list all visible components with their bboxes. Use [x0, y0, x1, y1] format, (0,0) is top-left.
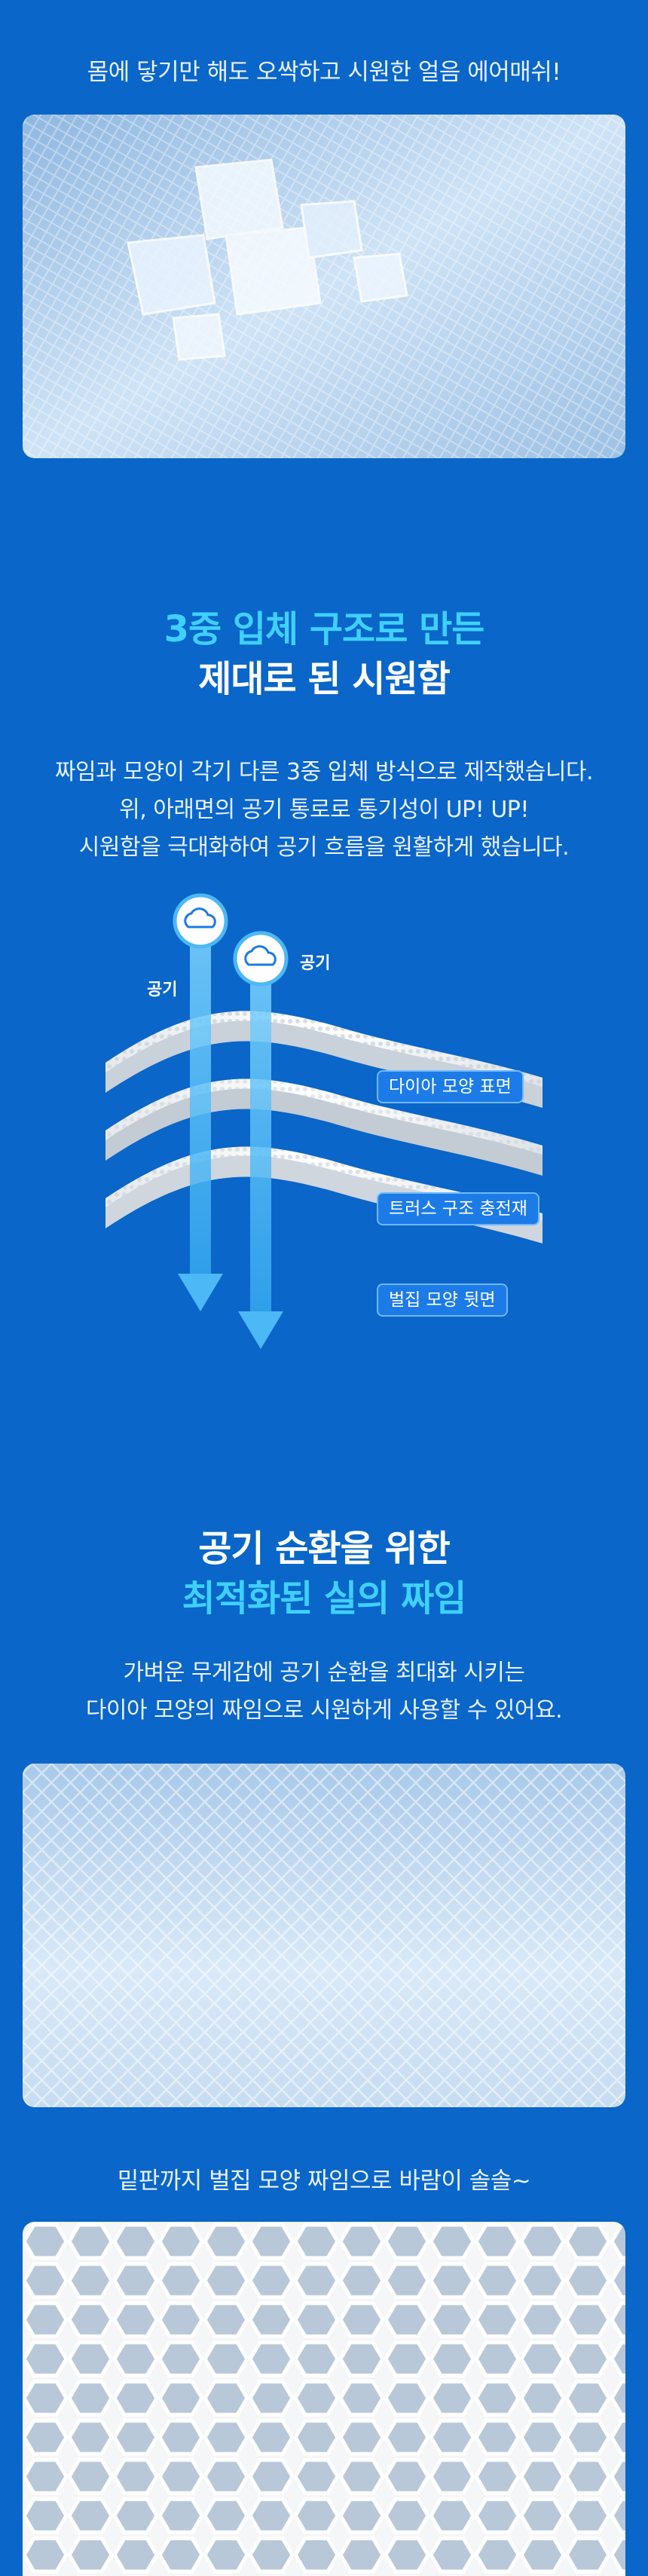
paragraph-line: 가벼운 무게감에 공기 순환을 최대화 시키는 [123, 1660, 525, 1686]
paragraph-line: 다이아 모양의 짜임으로 시원하게 사용할 수 있어요. [85, 1697, 563, 1724]
honeycomb-back-layer [105, 1146, 543, 1244]
tag-truss-filler: 트러스 구조 충전재 [377, 1192, 539, 1225]
cloud-icon [233, 931, 289, 987]
ice-mesh-caption: 몸에 닿기만 해도 오싹하고 시원한 얼음 에어매쉬! [87, 59, 561, 86]
air-circulation-headline-1: 공기 순환을 위한 [198, 1528, 451, 1570]
ice-mesh-photo [23, 115, 625, 458]
triple-structure-paragraph: 짜임과 모양이 각기 다른 3중 입체 방식으로 제작했습니다. 위, 아래면의… [0, 754, 648, 867]
tag-honeycomb-back: 벌집 모양 뒷면 [377, 1283, 508, 1317]
paragraph-line: 시원함을 극대화하여 공기 흐름을 원활하게 했습니다. [78, 834, 570, 861]
layer-diagram: 공기 공기 다이아 모양 표면 트러스 구조 충전재 벌집 모양 뒷면 [0, 889, 648, 1402]
diamond-surface-layer [105, 1011, 543, 1108]
ice-cubes [127, 158, 408, 361]
paragraph-line: 위, 아래면의 공기 통로로 통기성이 UP! UP! [119, 797, 529, 823]
air-circulation-headline-2: 최적화된 실의 짜임 [182, 1577, 467, 1620]
honeycomb-mesh-photo [23, 2222, 625, 2576]
air-label-left: 공기 [147, 981, 178, 999]
diamond-mesh-photo [23, 1764, 625, 2107]
triple-structure-headline-1: 3중 입체 구조로 만든 [164, 608, 485, 650]
honeycomb-caption: 밑판까지 벌집 모양 짜임으로 바람이 솔솔~ [117, 2168, 531, 2195]
air-label-right: 공기 [300, 954, 331, 973]
air-flow-arrow-left [178, 919, 223, 1311]
truss-filler-layer [105, 1078, 543, 1176]
cloud-icon [173, 893, 228, 949]
air-circulation-paragraph: 가벼운 무게감에 공기 순환을 최대화 시키는 다이아 모양의 짜임으로 시원하… [0, 1654, 648, 1730]
tag-diamond-surface: 다이아 모양 표면 [377, 1070, 524, 1103]
paragraph-line: 짜임과 모양이 각기 다른 3중 입체 방식으로 제작했습니다. [54, 759, 594, 785]
air-flow-arrow-right [238, 950, 283, 1349]
triple-structure-headline-2: 제대로 된 시원함 [198, 658, 451, 700]
